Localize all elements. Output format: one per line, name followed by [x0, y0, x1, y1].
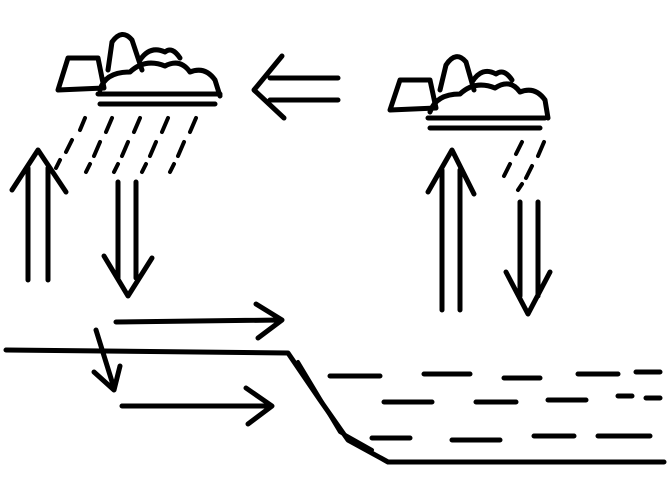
arrow-precipitation-left — [101, 179, 155, 299]
infiltration-arrow — [91, 327, 123, 393]
surface-runoff-arrow — [113, 301, 285, 341]
arrow-evaporation-right — [425, 147, 477, 313]
arrow-cloud-to-cloud — [251, 53, 341, 121]
cloud-left — [55, 32, 223, 107]
ground-line — [3, 347, 667, 465]
rain-left — [54, 116, 198, 174]
arrow-precipitation-right — [503, 199, 553, 317]
water-body — [327, 369, 663, 443]
cloud-right — [387, 54, 551, 131]
groundwater-flow-arrow — [119, 385, 275, 427]
slope-line — [296, 360, 374, 452]
arrow-evaporation-left — [9, 147, 69, 283]
rain-right — [502, 140, 546, 192]
